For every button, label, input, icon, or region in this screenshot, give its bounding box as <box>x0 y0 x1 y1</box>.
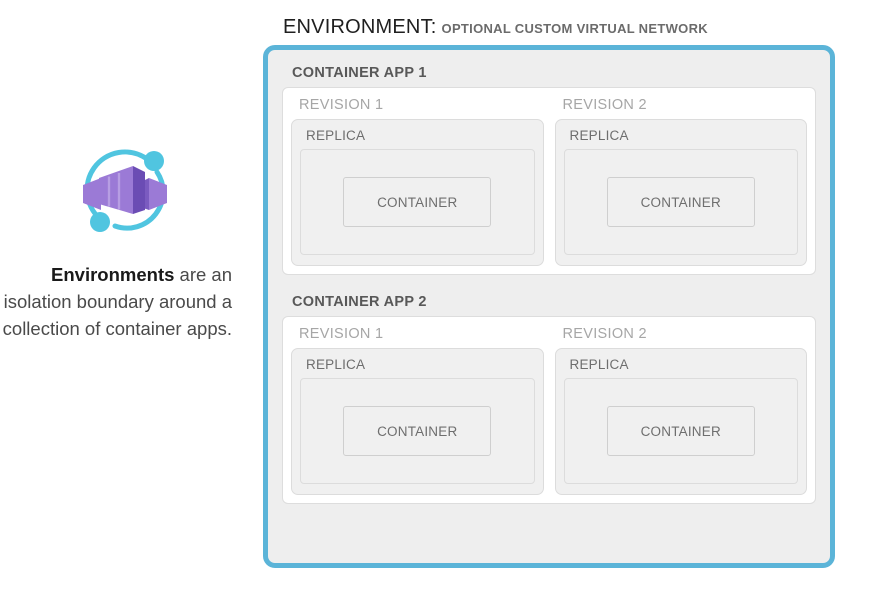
azure-container-apps-icon <box>83 149 167 232</box>
container-box: CONTAINER <box>606 406 755 456</box>
replica-box: REPLICA CONTAINER <box>291 348 544 495</box>
container-label: CONTAINER <box>640 423 721 439</box>
description-panel: Environments are an isolation boundary a… <box>0 140 250 342</box>
replica-title: REPLICA <box>569 357 629 372</box>
container-box: CONTAINER <box>606 177 755 227</box>
caption-rest: are an isolation boundary around a colle… <box>2 264 232 339</box>
replica-title: REPLICA <box>306 357 366 372</box>
container-app-2-title: CONTAINER APP 2 <box>292 294 427 310</box>
environment-title: ENVIRONMENT: <box>283 16 437 38</box>
replica-title: REPLICA <box>306 128 366 143</box>
environment-boundary-box: CONTAINER APP 1 REVISION 1 REPLICA CONTA… <box>263 45 835 568</box>
container-label: CONTAINER <box>377 423 458 439</box>
container-app-2-revision-1: REVISION 1 REPLICA CONTAINER <box>291 325 544 495</box>
container-app-2: CONTAINER APP 2 REVISION 1 REPLICA CONTA… <box>276 287 822 510</box>
replica-box: REPLICA CONTAINER <box>554 119 807 266</box>
revision-title: REVISION 2 <box>562 326 647 342</box>
revision-title: REVISION 1 <box>299 326 384 342</box>
container-app-1: CONTAINER APP 1 REVISION 1 REPLICA CONTA… <box>276 58 822 281</box>
environment-heading: ENVIRONMENT: OPTIONAL CUSTOM VIRTUAL NETW… <box>283 16 708 39</box>
container-app-1-revisions-panel: REVISION 1 REPLICA CONTAINER REVISION 2 … <box>282 87 816 275</box>
container-box: CONTAINER <box>343 406 492 456</box>
container-app-1-revision-2: REVISION 2 REPLICA CONTAINER <box>554 96 807 266</box>
container-label: CONTAINER <box>640 194 721 210</box>
container-label: CONTAINER <box>377 194 458 210</box>
caption-text: Environments are an isolation boundary a… <box>0 262 250 342</box>
revision-title: REVISION 2 <box>562 97 647 113</box>
container-app-2-revision-2: REVISION 2 REPLICA CONTAINER <box>554 325 807 495</box>
caption-lead: Environments <box>51 264 175 285</box>
container-app-1-title: CONTAINER APP 1 <box>292 65 427 81</box>
environment-subtitle: OPTIONAL CUSTOM VIRTUAL NETWORK <box>441 21 708 36</box>
replica-inner-area: CONTAINER <box>300 149 535 255</box>
replica-box: REPLICA CONTAINER <box>554 348 807 495</box>
replica-inner-area: CONTAINER <box>563 378 798 484</box>
replica-inner-area: CONTAINER <box>563 149 798 255</box>
revision-title: REVISION 1 <box>299 97 384 113</box>
container-app-2-revisions-panel: REVISION 1 REPLICA CONTAINER REVISION 2 … <box>282 316 816 504</box>
replica-box: REPLICA CONTAINER <box>291 119 544 266</box>
container-box: CONTAINER <box>343 177 492 227</box>
replica-title: REPLICA <box>569 128 629 143</box>
container-app-1-revision-1: REVISION 1 REPLICA CONTAINER <box>291 96 544 266</box>
replica-inner-area: CONTAINER <box>300 378 535 484</box>
